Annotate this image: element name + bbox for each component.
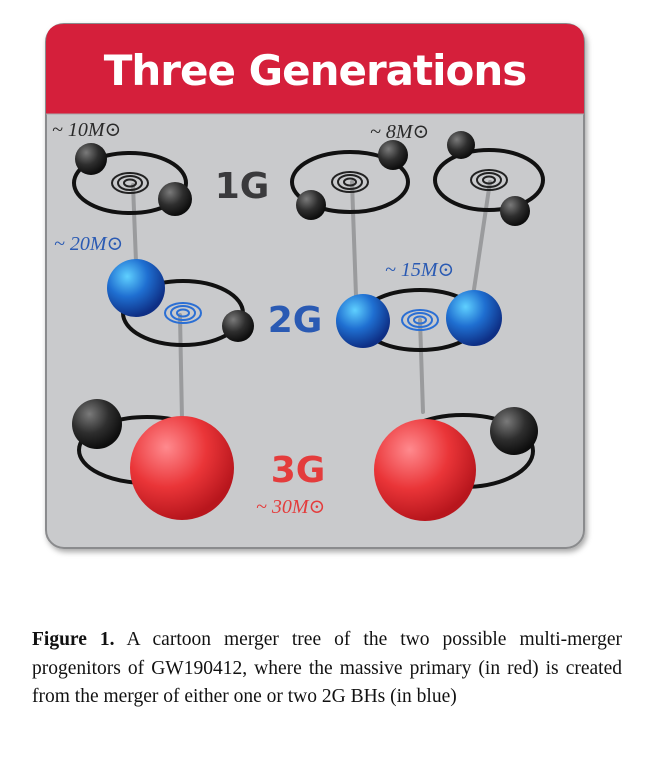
bh-1g	[490, 407, 538, 455]
spiral-icon	[470, 169, 508, 191]
mass-label-right-2g: ~ 15M⊙	[385, 259, 454, 281]
binary-3g-left	[72, 399, 234, 520]
caption-label: Figure 1.	[32, 629, 115, 650]
binary-2g-right	[336, 288, 502, 352]
merger-tree-links	[131, 180, 492, 422]
spiral-icon	[111, 172, 149, 194]
binary-2g-left	[107, 259, 254, 347]
mass-label-right-1g: ~ 8M⊙	[370, 121, 429, 143]
bh-1g	[222, 310, 254, 342]
spiral-icon	[331, 171, 369, 193]
bh-2g	[336, 294, 390, 348]
caption-text: A cartoon merger tree of the two possibl…	[32, 629, 622, 707]
bh-1g	[72, 399, 122, 449]
title-banner	[46, 24, 584, 114]
bh-1g	[378, 140, 408, 170]
bh-1g	[158, 182, 192, 216]
bh-1g	[447, 131, 475, 159]
generation-label-2g: 2G	[268, 300, 323, 341]
mass-label-left-2g: ~ 20M⊙	[54, 233, 123, 255]
figure-title: Three Generations	[104, 46, 526, 95]
generation-label-3g: 3G	[271, 450, 326, 491]
binary-1g-right	[433, 131, 545, 226]
binary-1g-middle	[290, 140, 410, 220]
generation-label-1g: 1G	[215, 166, 270, 207]
binary-1g-left	[72, 143, 192, 216]
mass-label-left-1g: ~ 10M⊙	[52, 119, 121, 141]
bh-1g	[296, 190, 326, 220]
bh-3g	[130, 416, 234, 520]
merger-tree-diagram: Three Generations	[45, 23, 585, 549]
binary-3g-right	[374, 407, 538, 521]
bh-2g	[446, 290, 502, 346]
spiral-icon	[164, 302, 202, 324]
figure-caption: Figure 1. A cartoon merger tree of the t…	[32, 626, 622, 712]
mass-label-3g: ~ 30M⊙	[256, 496, 325, 518]
spiral-icon	[401, 309, 439, 331]
bh-3g	[374, 419, 476, 521]
bh-1g	[500, 196, 530, 226]
bh-1g	[75, 143, 107, 175]
figure: Three Generations	[45, 23, 585, 549]
bh-2g	[107, 259, 165, 317]
